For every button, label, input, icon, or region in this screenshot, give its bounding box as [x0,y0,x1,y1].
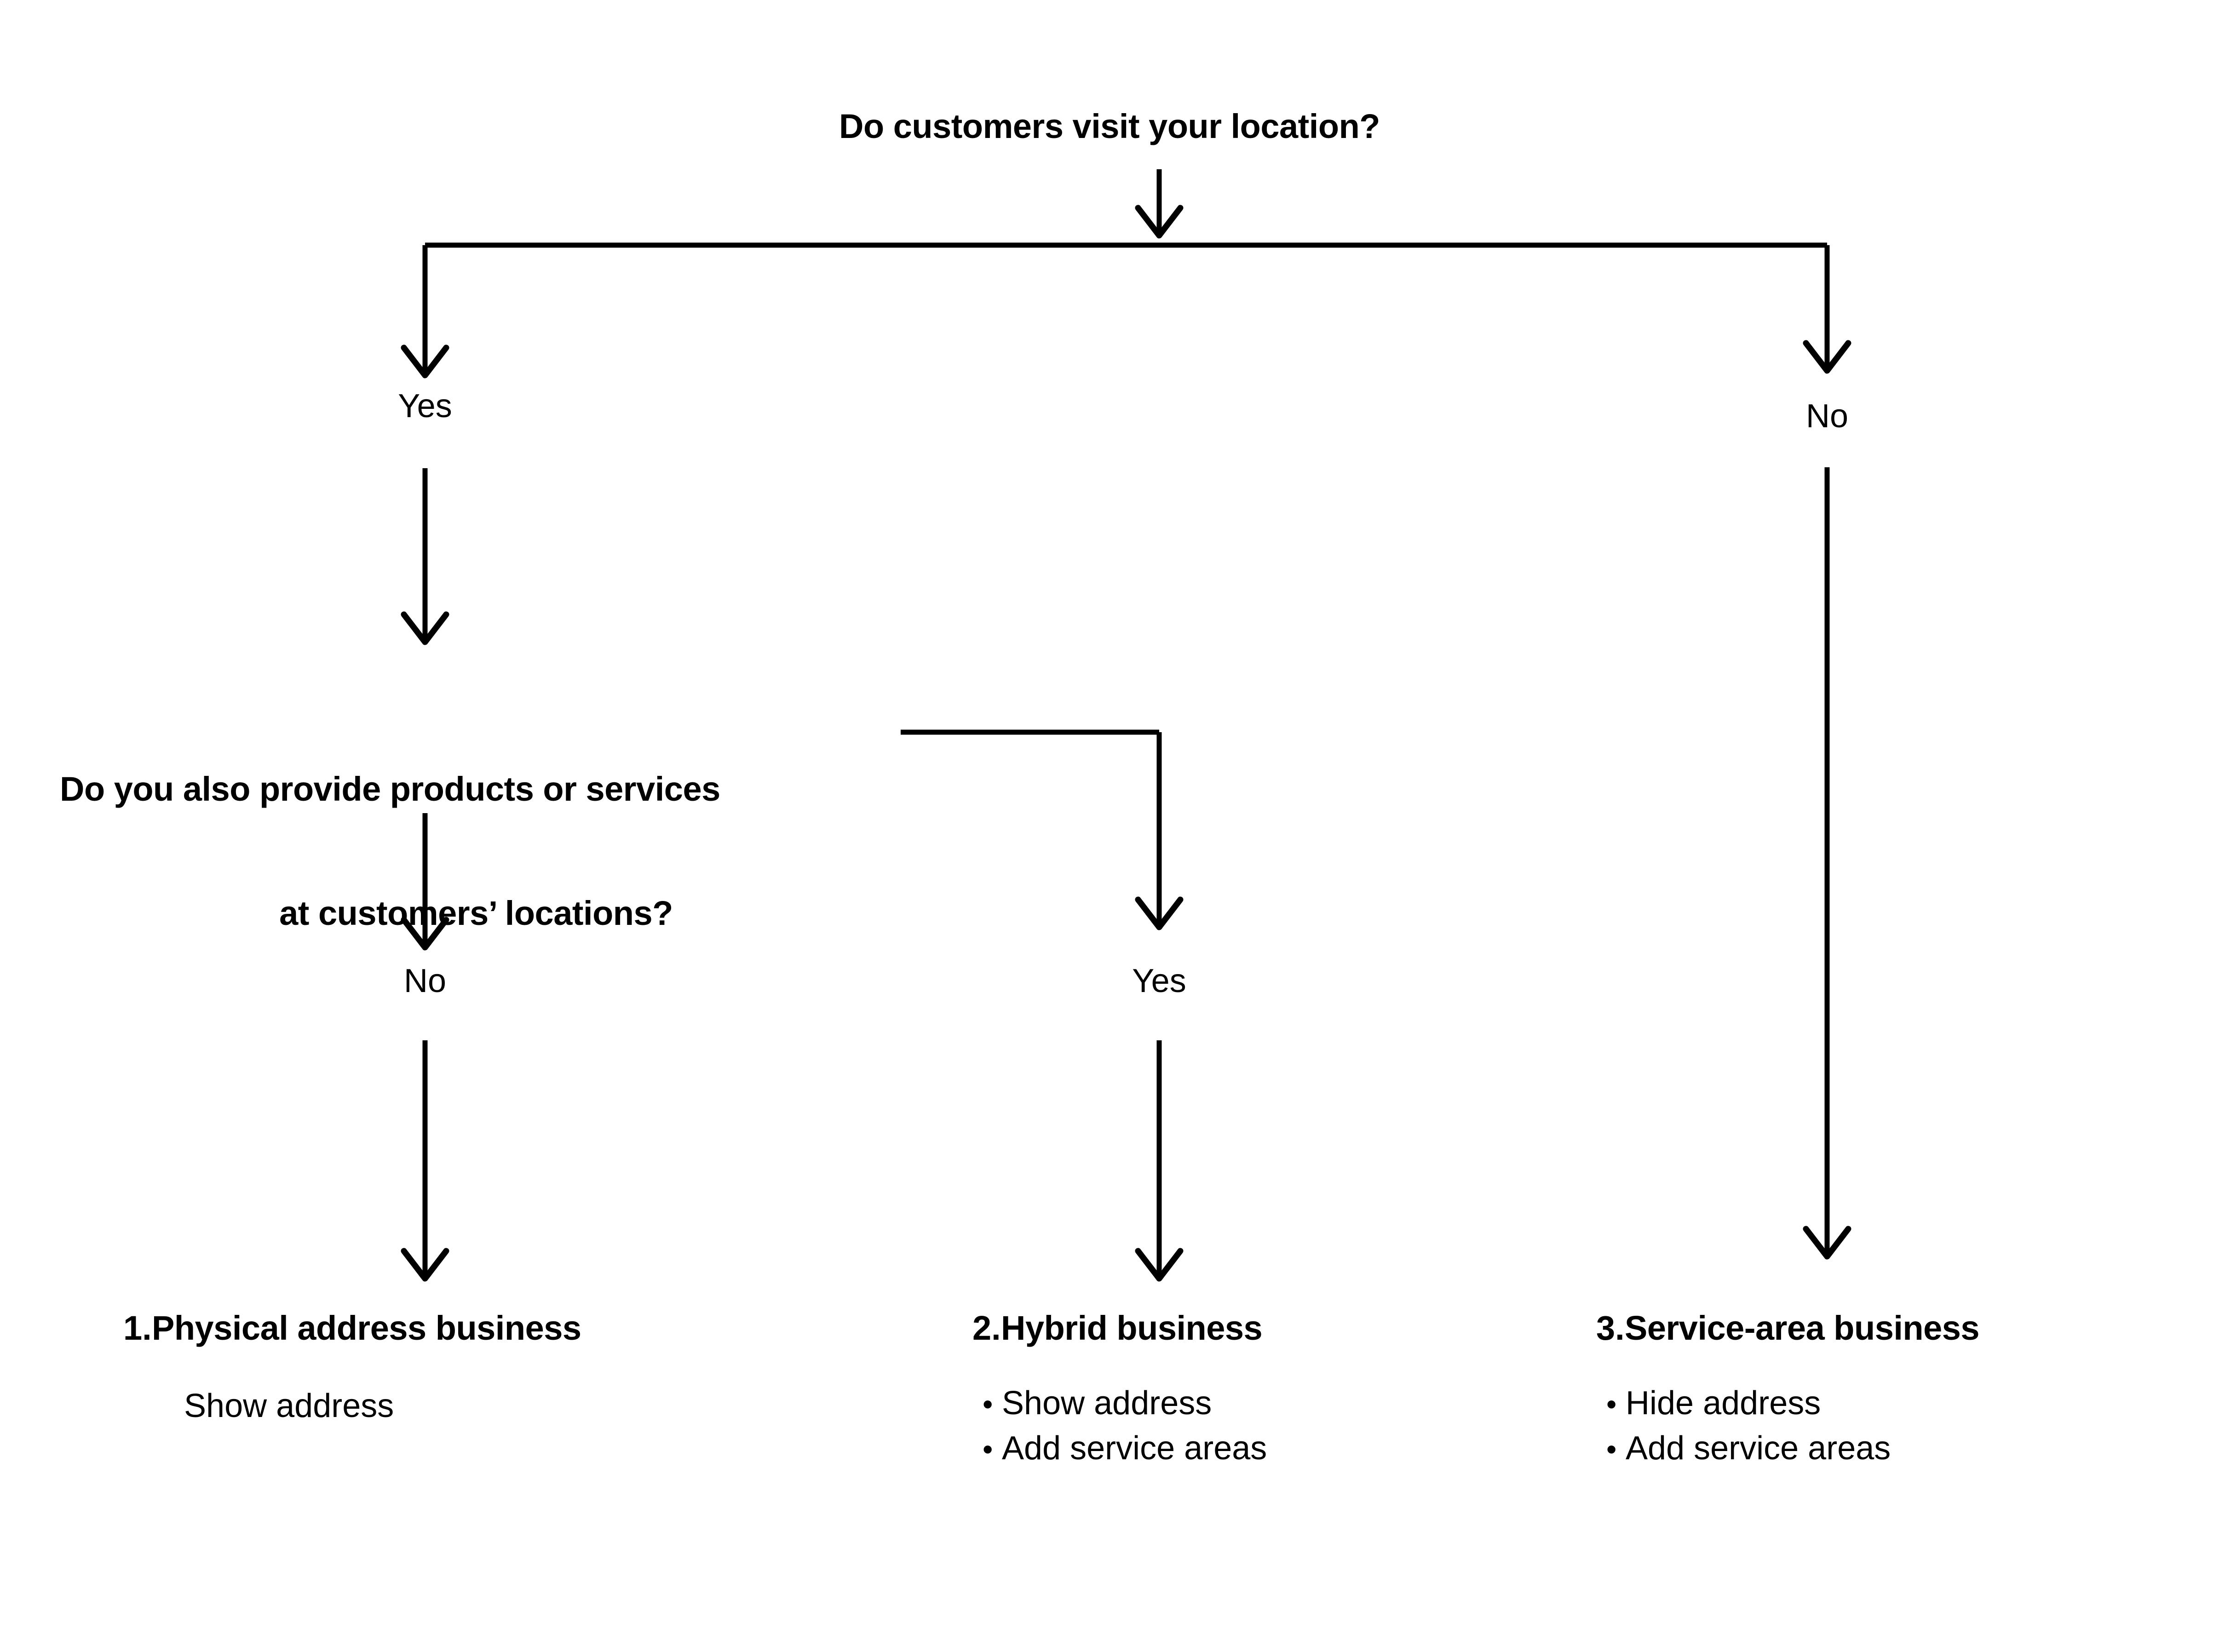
outcome-3-number: 3. [1596,1309,1625,1347]
arrowhead-root [1135,205,1184,239]
outcome-3-name: Service-area business [1625,1309,1980,1347]
outcome-2-item-2: Add service areas [1002,1429,1267,1467]
outcome-1-detail: Show address [184,1388,394,1424]
bullet-dot-icon: • [983,1432,993,1466]
branch-label-yes-top: Yes [398,388,452,424]
outcome-1-name: Physical address business [152,1309,581,1347]
bullet-dot-icon: • [1606,1388,1617,1421]
outcome-3-item-2: Add service areas [1626,1429,1891,1467]
outcome-2-name: Hybrid business [1001,1309,1263,1347]
outcome-2-item-1: Show address [1002,1385,1212,1422]
second-question: Do you also provide products or services… [60,685,892,1017]
bullet-dot-icon: • [983,1388,993,1421]
outcome-1-number: 1. [123,1309,152,1347]
second-question-line-2: at customers’ locations? [279,894,673,933]
arrowhead-right-no [1803,340,1851,374]
outcome-2-number: 2. [972,1309,1001,1347]
list-item: • Add service areas [1606,1428,2194,1469]
list-item: • Hide address [1606,1383,2194,1424]
branch-label-yes-mid: Yes [1132,963,1186,999]
outcome-service-area-business: 3. Service-area business • Hide address … [1596,1308,2194,1474]
outcome-3-bullet-list: • Hide address • Add service areas [1606,1383,2194,1469]
outcome-2-bullet-list: • Show address • Add service areas [983,1383,1570,1469]
branch-label-no-mid: No [403,963,447,999]
outcome-2-heading: 2. Hybrid business [972,1308,1570,1348]
outcome-physical-address-business: 1. Physical address business Show addres… [123,1308,813,1425]
branch-label-no-top: No [1805,398,1849,435]
arrowhead-q2 [401,611,449,645]
root-question: Do customers visit your location? [839,107,1380,145]
outcome-3-item-1: Hide address [1626,1385,1821,1422]
second-question-line-1: Do you also provide products or services [60,769,720,808]
arrowhead-outcome1 [401,1248,449,1282]
outcome-hybrid-business: 2. Hybrid business • Show address • Add … [972,1308,1570,1474]
list-item: • Show address [983,1383,1570,1424]
list-item: • Add service areas [983,1428,1570,1469]
arrowhead-q2-hybrid [1135,896,1184,930]
arrowhead-left-yes [401,344,449,379]
arrowhead-outcome3 [1803,1226,1851,1260]
bullet-dot-icon: • [1606,1432,1617,1466]
arrowhead-outcome2 [1135,1248,1184,1282]
outcome-1-heading: 1. Physical address business [123,1308,813,1348]
outcome-3-heading: 3. Service-area business [1596,1308,2194,1348]
